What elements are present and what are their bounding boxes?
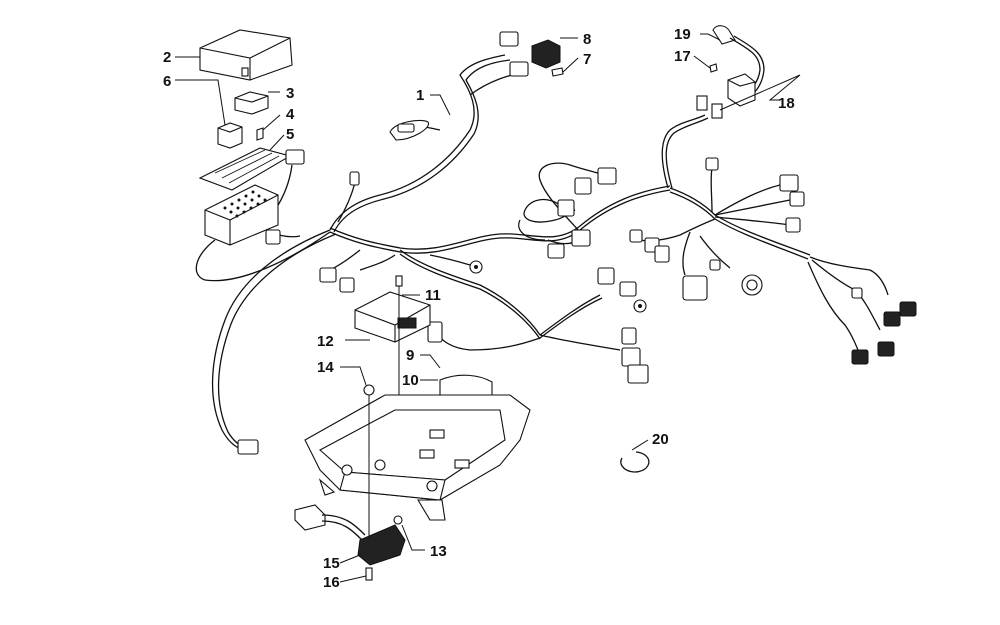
- connector-cluster-far-right: [851, 287, 917, 365]
- callout-6: 6: [163, 73, 171, 90]
- coil-brackets: [696, 95, 723, 119]
- coil-screw: [709, 63, 718, 73]
- callout-9: 9: [406, 347, 414, 364]
- callout-17: 17: [674, 48, 691, 65]
- connector-left-bottom: [237, 439, 259, 455]
- connector-top-a: [499, 31, 519, 47]
- callout-4: 4: [286, 106, 295, 123]
- nut-14: [363, 384, 375, 548]
- fuse-box-cover: [199, 29, 293, 81]
- callout-8: 8: [583, 31, 591, 48]
- battery-tray: [304, 394, 531, 525]
- connector-270: [265, 229, 281, 245]
- callout-labels: 2 6 3 4 5 1 8 7 11 12 9 10 14 13 15 16 1…: [163, 26, 801, 591]
- ring-terminal-470: [469, 260, 483, 274]
- connector-cluster-mid: [547, 167, 617, 259]
- connector-355: [349, 171, 360, 186]
- relay: [234, 91, 269, 115]
- callout-16: 16: [323, 574, 340, 591]
- connector-cluster-low: [629, 229, 763, 301]
- fuse-panel: [198, 147, 292, 191]
- inline-fuse-holder: [389, 119, 429, 141]
- screw: [551, 67, 564, 77]
- callout-19: 19: [674, 26, 691, 43]
- callout-1: 1: [416, 87, 424, 104]
- connector-330: [319, 267, 355, 293]
- connector-cluster-right: [705, 157, 805, 233]
- callout-12: 12: [317, 333, 334, 350]
- callout-11: 11: [425, 287, 441, 304]
- relay-small: [217, 122, 243, 149]
- callout-3: 3: [286, 85, 294, 102]
- callout-14: 14: [317, 359, 334, 376]
- ignition-coil: [727, 73, 756, 107]
- main-harness: [195, 54, 889, 451]
- callout-13: 13: [430, 543, 447, 560]
- connector-cluster-lower-mid: [597, 267, 649, 384]
- callout-2: 2: [163, 49, 171, 66]
- fuse: [256, 127, 264, 141]
- callout-7: 7: [583, 51, 591, 68]
- fuse-block: [204, 184, 279, 246]
- callout-10: 10: [402, 372, 419, 389]
- callout-20: 20: [652, 431, 669, 448]
- connector-fuse-top: [285, 149, 305, 165]
- callout-5: 5: [286, 126, 294, 143]
- callout-18: 18: [778, 95, 795, 112]
- connector-top-b: [509, 61, 529, 77]
- sensor: [531, 39, 561, 69]
- snap-ring: [620, 451, 650, 473]
- voltage-regulator: [294, 504, 406, 581]
- callout-15: 15: [323, 555, 340, 572]
- ecu-module: [354, 291, 431, 343]
- connector-near-item-9: [427, 321, 443, 343]
